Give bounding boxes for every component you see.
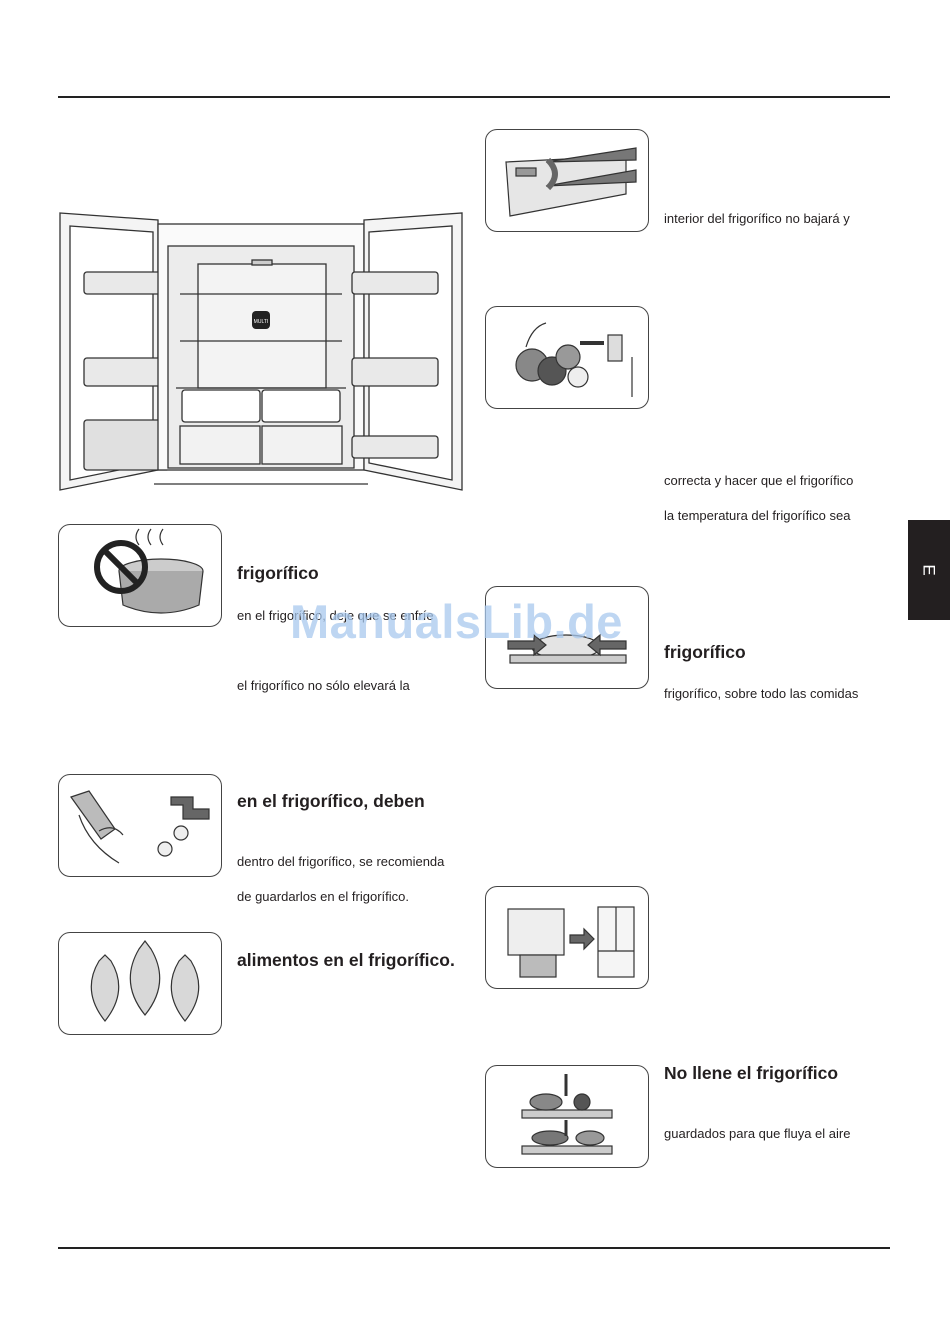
cover-food-heading: frigorífico (664, 642, 746, 662)
spacing-line1: correcta y hacer que el frigorífico (664, 473, 854, 488)
washing-bottle-faucet-icon (58, 774, 222, 877)
vegetables-spacing-icon (485, 306, 649, 409)
hot-food-line1: en el frigorífico, deje que se enfríe (237, 608, 434, 623)
spacing-line2: la temperatura del frigorífico sea (664, 508, 851, 523)
section-letter: E (920, 564, 939, 576)
header-rule (58, 96, 890, 98)
cover-food-line1: frigorífico, sobre todo las comidas (664, 686, 859, 701)
door-seal-arrows-icon (485, 129, 649, 232)
door-open-line1: interior del frigorífico no bajará y (664, 211, 850, 226)
badge-label: MULTI (254, 319, 269, 325)
bags-heading: alimentos en el frigorífico. (237, 950, 455, 970)
wrapped-food-bags-icon (58, 932, 222, 1035)
airflow-shelves-icon (485, 1065, 649, 1168)
no-overfill-line1: guardados para que fluya el aire (664, 1126, 851, 1141)
footer-rule (58, 1247, 890, 1249)
open-fridge-illustration: MULTI (58, 208, 464, 493)
hot-food-heading: frigorífico (237, 563, 319, 583)
language-section-tab: E (908, 520, 950, 620)
no-overfill-heading: No llene el frigorífico (664, 1063, 839, 1083)
multi-airflow-badge: MULTI (252, 311, 270, 329)
hot-food-line2: el frigorífico no sólo elevará la (237, 678, 410, 693)
watermark-text: ManualsLib.de (290, 595, 623, 648)
fridge-close-doors-icon (485, 886, 649, 989)
covered-food-shelf-icon (485, 586, 649, 689)
washing-heading: en el frigorífico, deben (237, 791, 425, 811)
washing-line2: de guardarlos en el frigorífico. (237, 889, 409, 904)
washing-line1: dentro del frigorífico, se recomienda (237, 854, 445, 869)
hot-food-pot-icon (58, 524, 222, 627)
